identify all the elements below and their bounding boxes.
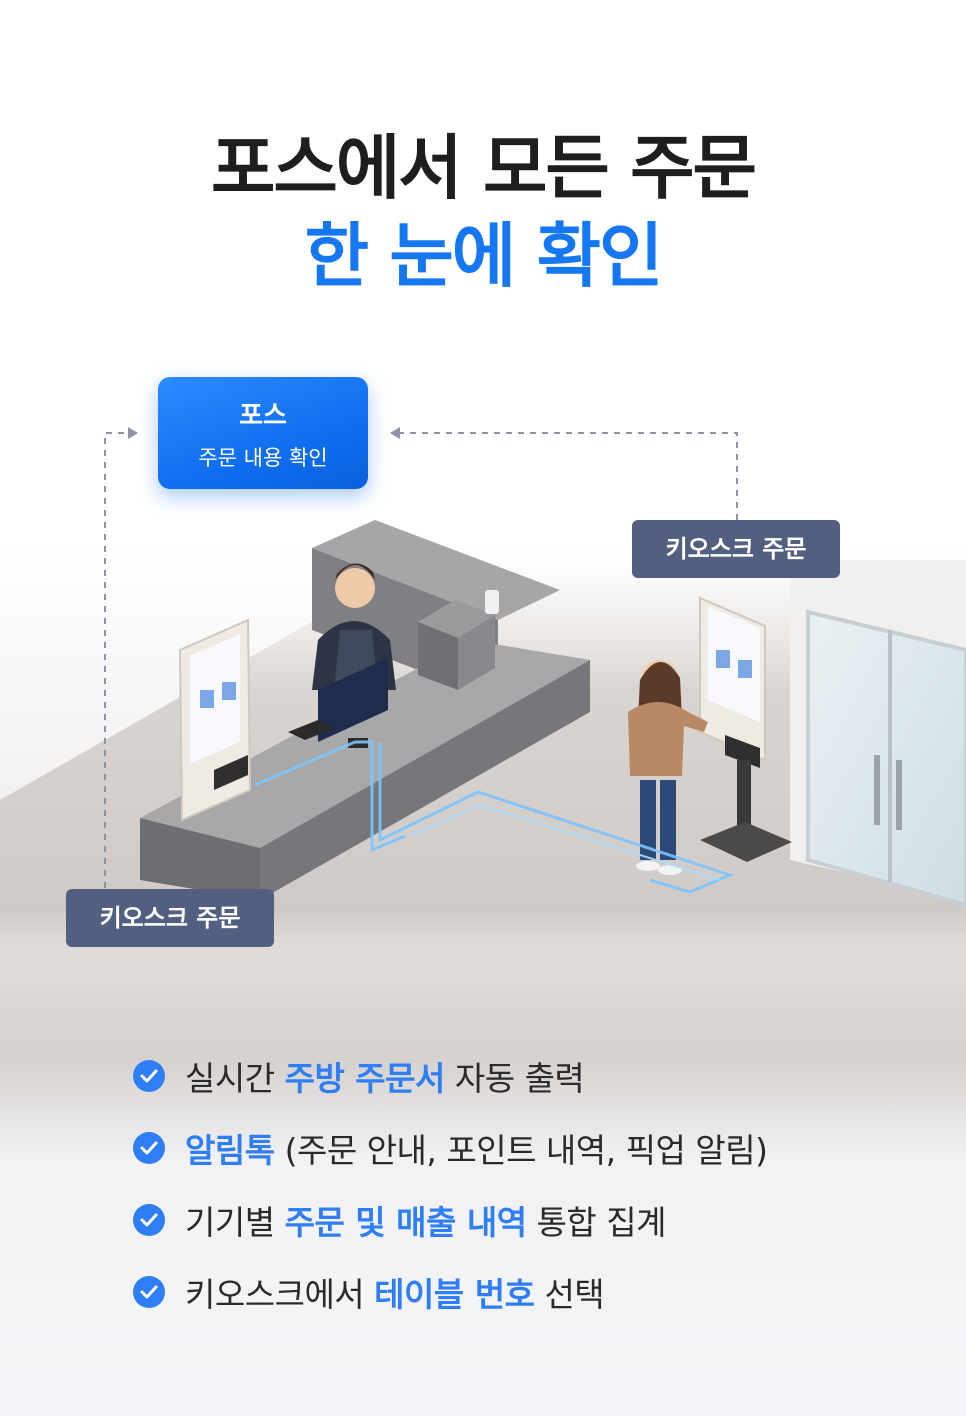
feature-text-highlight: 주문 및 매출 내역 (284, 1203, 528, 1242)
kiosk-left (178, 618, 252, 822)
kiosk-order-tag-right: 키오스크 주문 (632, 520, 840, 578)
feature-text-post: 선택 (534, 1275, 605, 1314)
feature-text-post: (주문 안내, 포인트 내역, 픽업 알림) (274, 1131, 768, 1170)
check-circle-icon (133, 1276, 165, 1308)
arrow-left-icon (390, 427, 400, 439)
check-circle-icon (133, 1132, 165, 1164)
feature-item: 기기별 주문 및 매출 내역 통합 집계 (133, 1184, 767, 1256)
customer-person (628, 660, 708, 875)
headline-line-1: 포스에서 모든 주문 (211, 127, 757, 209)
kiosk-right (699, 596, 792, 862)
feature-text-pre: 실시간 (185, 1059, 285, 1098)
feature-item: 알림톡 (주문 안내, 포인트 내역, 픽업 알림) (133, 1112, 768, 1184)
check-circle-icon (133, 1204, 165, 1236)
pos-card: 포스 주문 내용 확인 (158, 377, 368, 489)
register-box (418, 590, 499, 690)
feature-text-pre: 기기별 (185, 1203, 285, 1242)
check-circle-icon (133, 1060, 165, 1092)
feature-text-pre: 키오스크에서 (185, 1275, 375, 1314)
headline-line-2: 한 눈에 확인 (304, 215, 664, 297)
feature-text-highlight: 테이블 번호 (374, 1275, 535, 1314)
arrow-right-icon (128, 427, 138, 439)
feature-text-post: 통합 집계 (526, 1203, 667, 1242)
kiosk-order-tag-left: 키오스크 주문 (66, 889, 274, 947)
glass-door (806, 609, 966, 908)
feature-item: 실시간 주방 주문서 자동 출력 (133, 1040, 767, 1112)
feature-text-post: 자동 출력 (444, 1059, 585, 1098)
feature-list: 실시간 주방 주문서 자동 출력 알림톡 (주문 안내, 포인트 내역, 픽업 … (133, 1040, 768, 1328)
feature-item: 키오스크에서 테이블 번호 선택 (133, 1256, 767, 1328)
feature-text-highlight: 알림톡 (185, 1131, 275, 1170)
pos-card-subtitle: 주문 내용 확인 (198, 446, 328, 470)
data-flow-lines (254, 740, 735, 894)
dashed-connectors (104, 432, 738, 888)
feature-text-highlight: 주방 주문서 (284, 1059, 446, 1098)
pos-card-title: 포스 (239, 401, 287, 431)
